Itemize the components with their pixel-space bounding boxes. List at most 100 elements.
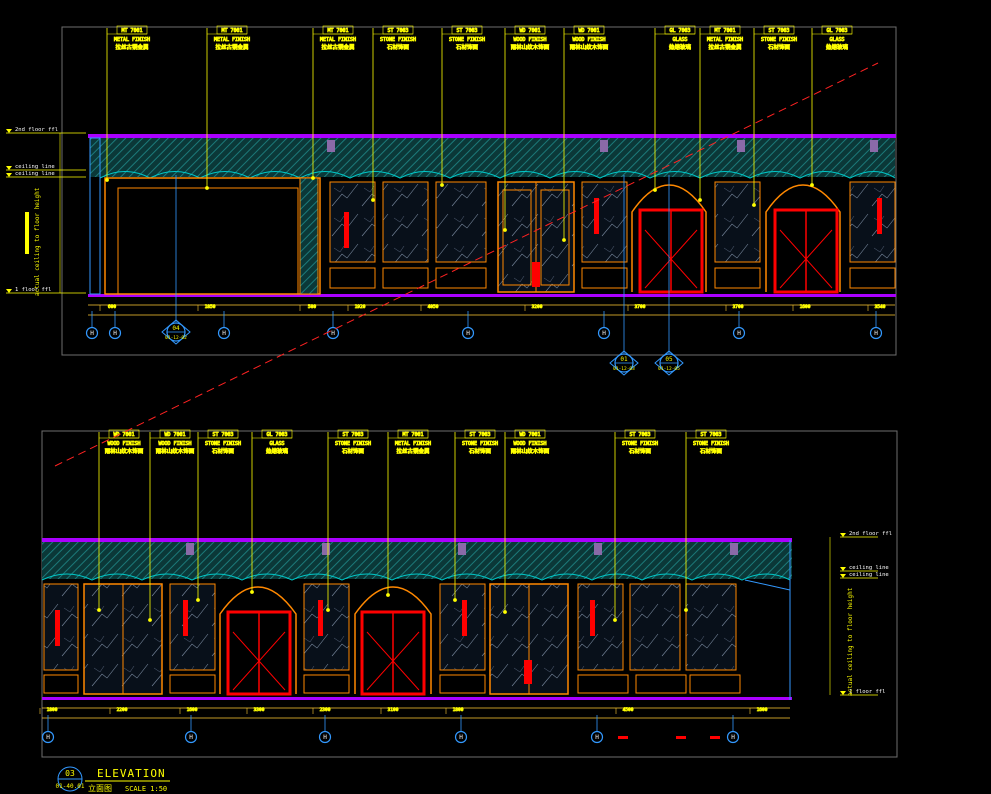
level-triangle <box>6 166 12 170</box>
level-label: 1 floor ffl <box>15 287 51 293</box>
tag-chinese: 拉丝古铜金属 <box>215 43 248 51</box>
top-side-yellow-bar <box>25 212 29 254</box>
grid-bubble-letter: H <box>737 330 741 337</box>
section-bubble-number: 01 <box>620 356 628 363</box>
dado-panel <box>43 674 79 694</box>
dimension-value: 1800 <box>47 707 58 713</box>
grid-bubble <box>108 326 122 340</box>
title-block: 03 01-40.01 ELEVATION 立面图 SCALE 1:50 <box>56 766 170 793</box>
leader-dot <box>752 203 756 207</box>
grid-bubble-letter: H <box>189 734 193 741</box>
sconce-red <box>590 600 595 636</box>
marble-panel <box>329 181 376 263</box>
tag-english: STONE FINISH <box>462 441 498 447</box>
tag-chinese: 石材饰面 <box>387 43 410 51</box>
grid-bubble-letter: H <box>331 330 335 337</box>
tag-english: STONE FINISH <box>335 441 371 447</box>
tag-chinese: 石材饰面 <box>700 447 723 455</box>
ceiling-lamp <box>327 140 335 152</box>
leader-dot <box>653 188 657 192</box>
dimension-value: 3300 <box>254 707 265 713</box>
top-side-label: actual ceiling to floor height <box>34 187 41 296</box>
tag-code: MT 7001 <box>714 28 735 34</box>
grid-bubble-letter: H <box>459 734 463 741</box>
section-bubble-number: 04 <box>172 325 180 332</box>
marble-panel <box>629 583 681 671</box>
marble-panel <box>849 181 896 263</box>
section-bubble-number: 05 <box>665 356 673 363</box>
tag-english: WOOD FINISH <box>107 441 140 447</box>
leader-dot <box>503 228 507 232</box>
section-bubble-sheet: 01-12-03 <box>613 366 635 372</box>
marker-red <box>618 736 628 739</box>
dado-panel <box>303 674 350 694</box>
top-doorway-inner <box>117 187 299 295</box>
left-wall <box>89 137 101 295</box>
level-label: ceiling line <box>849 565 889 571</box>
tag-code: GL 7003 <box>826 28 847 34</box>
dado-panel <box>382 267 429 289</box>
ceiling-lamp <box>322 543 330 555</box>
tag-english: STONE FINISH <box>380 37 416 43</box>
tag-english: STONE FINISH <box>205 441 241 447</box>
section-bubble-sheet: 01-12-02 <box>165 335 187 341</box>
grid-bubble-letter: H <box>874 330 878 337</box>
grid-bubble-letter: H <box>466 330 470 337</box>
dimension-value: 1920 <box>355 304 366 310</box>
leader-dot <box>810 183 814 187</box>
grid-bubble-letter: H <box>90 330 94 337</box>
arch-door-frame <box>219 586 297 694</box>
bottom-cornice-hatch <box>42 541 792 579</box>
dimension-value: 3200 <box>532 304 543 310</box>
tag-code: ST 7003 <box>212 432 233 438</box>
dimension-value: 580 <box>308 304 316 310</box>
tag-code: ST 7003 <box>387 28 408 34</box>
grid-bubble <box>869 326 883 340</box>
title-sheet: 01-40.01 <box>56 783 85 790</box>
tag-code: GL 7003 <box>669 28 690 34</box>
dimension-value: 3540 <box>875 304 886 310</box>
sconce-red <box>55 610 60 646</box>
top-floor-line <box>88 294 896 297</box>
level-label: 1 floor ffl <box>849 689 885 695</box>
section-bubble-sheet: 01-12-05 <box>658 366 680 372</box>
arch-door-frame <box>765 184 841 292</box>
marble-panel <box>685 583 737 671</box>
level-label: 2nd floor ffl <box>15 127 58 133</box>
bottom-elevation-frame <box>41 430 898 758</box>
tag-english: METAL FINISH <box>707 37 743 43</box>
dimension-value: 4500 <box>623 707 634 713</box>
tag-code: WD 7001 <box>519 28 540 34</box>
top-cornice-hatch <box>90 137 895 177</box>
leader-dot <box>613 618 617 622</box>
grid-bubble-letter: H <box>113 330 117 337</box>
tag-chinese: 热熔玻璃 <box>826 43 849 51</box>
door-handle <box>532 262 540 287</box>
tag-english: METAL FINISH <box>395 441 431 447</box>
ceiling-lamp <box>870 140 878 152</box>
bottom-side-label: actual ceiling to floor height <box>847 587 854 696</box>
tag-code: WD 7001 <box>519 432 540 438</box>
leader-dot <box>440 183 444 187</box>
dimension-value: 600 <box>108 304 116 310</box>
leader-dot <box>453 598 457 602</box>
tag-code: ST 7003 <box>342 432 363 438</box>
tag-code: MT 7001 <box>327 28 348 34</box>
dado-panel <box>714 267 761 289</box>
section-cut-line <box>54 62 879 467</box>
tag-english: WOOD FINISH <box>158 441 191 447</box>
dado-panel <box>439 674 486 694</box>
grid-bubble <box>732 326 746 340</box>
grid-bubble-letter: H <box>595 734 599 741</box>
leader-dot <box>326 608 330 612</box>
level-label: ceiling line <box>849 572 889 578</box>
marble-panel <box>43 583 79 671</box>
ceiling-lamp <box>186 543 194 555</box>
sconce-red <box>877 198 882 234</box>
tag-code: ST 7003 <box>768 28 789 34</box>
dimension-value: 3700 <box>733 304 744 310</box>
tag-code: MT 7001 <box>221 28 242 34</box>
